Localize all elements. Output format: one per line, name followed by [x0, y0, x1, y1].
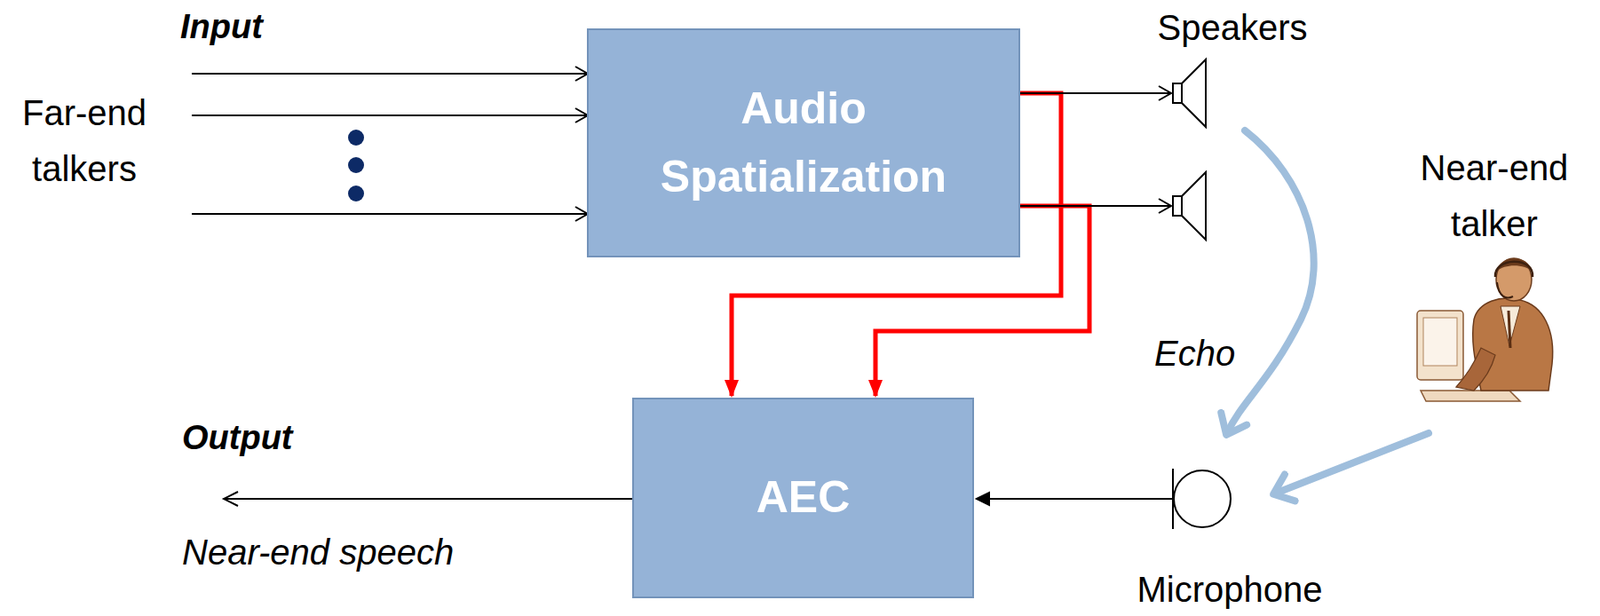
- near-end-arrow: [1275, 433, 1429, 494]
- process-box: AEC: [632, 397, 975, 599]
- input-arrows: [191, 66, 588, 222]
- text-label: Near-end speech: [182, 530, 538, 574]
- echo-arrow: [1227, 130, 1315, 434]
- text-label: Input: [180, 7, 358, 48]
- ellipsis-dots: [348, 129, 365, 202]
- box-label: Audio Spatialization: [597, 74, 1010, 213]
- box-label: AEC: [756, 463, 851, 533]
- mic-to-aec-arrow: [976, 492, 1173, 506]
- speaker-symbol: [1172, 59, 1206, 127]
- microphone-symbol: [1172, 468, 1231, 530]
- process-box: Audio Spatialization: [586, 28, 1021, 258]
- text-label: Speakers: [1125, 6, 1339, 49]
- output-arrow: [223, 491, 633, 507]
- speaker-symbol: [1172, 172, 1206, 240]
- text-label: Far-end talkers: [4, 85, 165, 198]
- text-label: Microphone: [1118, 568, 1341, 611]
- speaker-wires: [1017, 86, 1172, 214]
- text-label: Output: [182, 418, 378, 460]
- text-label: Echo: [1154, 332, 1252, 375]
- person-illustration: [1417, 258, 1553, 402]
- text-label: Near-end talker: [1396, 140, 1593, 253]
